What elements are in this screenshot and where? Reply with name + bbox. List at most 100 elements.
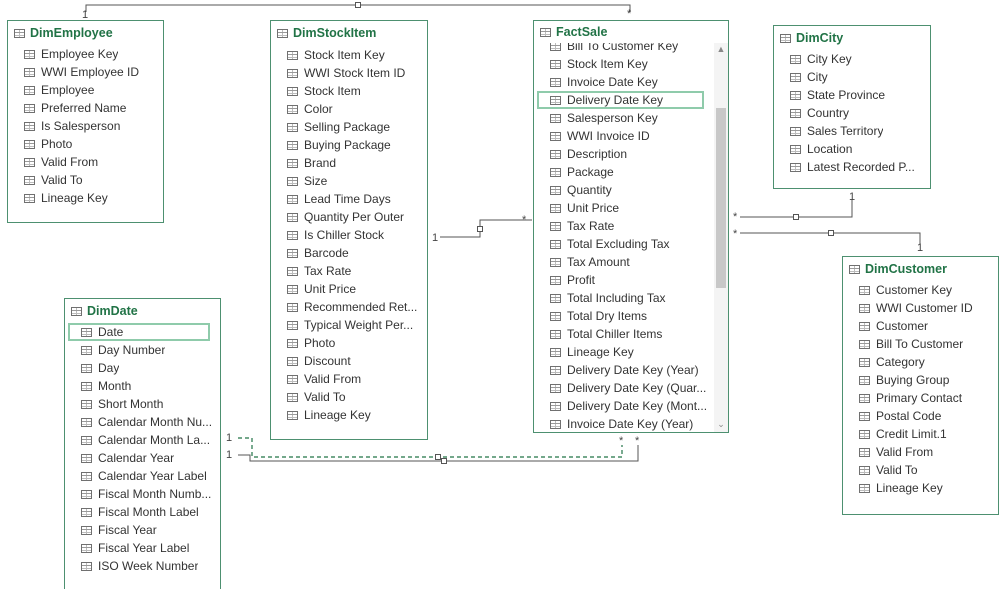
field-row[interactable]: Unit Price — [271, 280, 427, 298]
relationship-customer-sale[interactable] — [740, 230, 921, 246]
field-row-selected[interactable]: Date — [68, 323, 210, 341]
field-row[interactable]: Customer — [843, 317, 998, 335]
field-row[interactable]: Discount — [271, 352, 427, 370]
field-row[interactable]: Valid To — [271, 388, 427, 406]
field-row[interactable]: Employee — [8, 81, 163, 99]
field-row[interactable]: Latest Recorded P... — [774, 158, 930, 176]
relationship-date-sale-active[interactable] — [238, 445, 639, 464]
field-row[interactable]: Bill To Customer — [843, 335, 998, 353]
field-row[interactable]: City Key — [774, 50, 930, 68]
field-row[interactable]: Day — [65, 359, 220, 377]
field-row[interactable]: Fiscal Month Numb... — [65, 485, 220, 503]
relationship-city-sale[interactable] — [740, 200, 853, 220]
field-row[interactable]: Package — [534, 163, 714, 181]
field-row[interactable]: Category — [843, 353, 998, 371]
field-row[interactable]: Invoice Date Key (Year) — [534, 415, 714, 432]
field-row[interactable]: Calendar Month Nu... — [65, 413, 220, 431]
field-row[interactable]: Stock Item Key — [271, 46, 427, 64]
field-row[interactable]: Tax Rate — [534, 217, 714, 235]
field-row[interactable]: Selling Package — [271, 118, 427, 136]
field-row[interactable]: Primary Contact — [843, 389, 998, 407]
field-row[interactable]: Lineage Key — [843, 479, 998, 497]
field-row[interactable]: Employee Key — [8, 45, 163, 63]
field-row[interactable]: Lead Time Days — [271, 190, 427, 208]
field-row[interactable]: Fiscal Month Label — [65, 503, 220, 521]
field-row[interactable]: Fiscal Year — [65, 521, 220, 539]
field-row[interactable]: WWI Customer ID — [843, 299, 998, 317]
field-row[interactable]: Recommended Ret... — [271, 298, 427, 316]
field-row[interactable]: Typical Weight Per... — [271, 316, 427, 334]
relationship-stockitem-sale[interactable] — [440, 219, 532, 238]
fact-scrollbar[interactable]: ▲ ⌄ — [714, 43, 728, 432]
field-row[interactable]: Photo — [8, 135, 163, 153]
relationship-employee-sale[interactable] — [85, 2, 631, 13]
field-row[interactable]: Size — [271, 172, 427, 190]
field-row[interactable]: Short Month — [65, 395, 220, 413]
table-header[interactable]: DimCity — [774, 26, 930, 50]
field-row[interactable]: Stock Item — [271, 82, 427, 100]
field-row[interactable]: Lineage Key — [8, 189, 163, 207]
field-row[interactable]: Sales Territory — [774, 122, 930, 140]
field-row[interactable]: Quantity — [534, 181, 714, 199]
field-row[interactable]: Country — [774, 104, 930, 122]
field-row[interactable]: Delivery Date Key (Quar... — [534, 379, 714, 397]
table-header[interactable]: DimEmployee — [8, 21, 163, 45]
field-row[interactable]: State Province — [774, 86, 930, 104]
field-row[interactable]: Calendar Year Label — [65, 467, 220, 485]
field-row[interactable]: Calendar Year — [65, 449, 220, 467]
field-row[interactable]: Calendar Month La... — [65, 431, 220, 449]
field-row[interactable]: Photo — [271, 334, 427, 352]
field-row[interactable]: Salesperson Key — [534, 109, 714, 127]
field-row[interactable]: Lineage Key — [534, 343, 714, 361]
field-row[interactable]: Brand — [271, 154, 427, 172]
field-row[interactable]: Valid From — [271, 370, 427, 388]
scroll-down-icon[interactable]: ⌄ — [717, 419, 725, 429]
field-row[interactable]: Preferred Name — [8, 99, 163, 117]
field-row[interactable]: Total Chiller Items — [534, 325, 714, 343]
field-row[interactable]: Valid From — [843, 443, 998, 461]
field-row[interactable]: Stock Item Key — [534, 55, 714, 73]
field-row[interactable]: Postal Code — [843, 407, 998, 425]
relationship-date-sale-inactive[interactable] — [238, 437, 623, 460]
field-row[interactable]: Barcode — [271, 244, 427, 262]
field-row-selected[interactable]: Delivery Date Key — [537, 91, 704, 109]
field-row[interactable]: City — [774, 68, 930, 86]
field-row[interactable]: Buying Group — [843, 371, 998, 389]
table-header[interactable]: DimDate — [65, 299, 220, 323]
field-row[interactable]: Description — [534, 145, 714, 163]
field-row[interactable]: Invoice Date Key — [534, 73, 714, 91]
scroll-up-icon[interactable]: ▲ — [716, 44, 726, 54]
field-row[interactable]: Bill To Customer Key — [534, 43, 714, 55]
field-row[interactable]: ISO Week Number — [65, 557, 220, 575]
field-row[interactable]: Valid To — [8, 171, 163, 189]
field-row[interactable]: Profit — [534, 271, 714, 289]
field-row[interactable]: Unit Price — [534, 199, 714, 217]
field-row[interactable]: Total Dry Items — [534, 307, 714, 325]
field-row[interactable]: Location — [774, 140, 930, 158]
field-row[interactable]: Month — [65, 377, 220, 395]
field-row[interactable]: Customer Key — [843, 281, 998, 299]
table-header[interactable]: FactSale — [534, 21, 728, 43]
field-row[interactable]: WWI Stock Item ID — [271, 64, 427, 82]
field-row[interactable]: Tax Amount — [534, 253, 714, 271]
field-row[interactable]: Fiscal Year Label — [65, 539, 220, 557]
field-row[interactable]: Is Chiller Stock — [271, 226, 427, 244]
field-row[interactable]: WWI Invoice ID — [534, 127, 714, 145]
field-row[interactable]: Total Excluding Tax — [534, 235, 714, 253]
field-row[interactable]: Color — [271, 100, 427, 118]
field-row[interactable]: Quantity Per Outer — [271, 208, 427, 226]
field-row[interactable]: Tax Rate — [271, 262, 427, 280]
field-row[interactable]: Delivery Date Key (Year) — [534, 361, 714, 379]
field-row[interactable]: WWI Employee ID — [8, 63, 163, 81]
field-row[interactable]: Delivery Date Key (Mont... — [534, 397, 714, 415]
table-header[interactable]: DimStockItem — [271, 21, 427, 45]
table-header[interactable]: DimCustomer — [843, 257, 998, 281]
